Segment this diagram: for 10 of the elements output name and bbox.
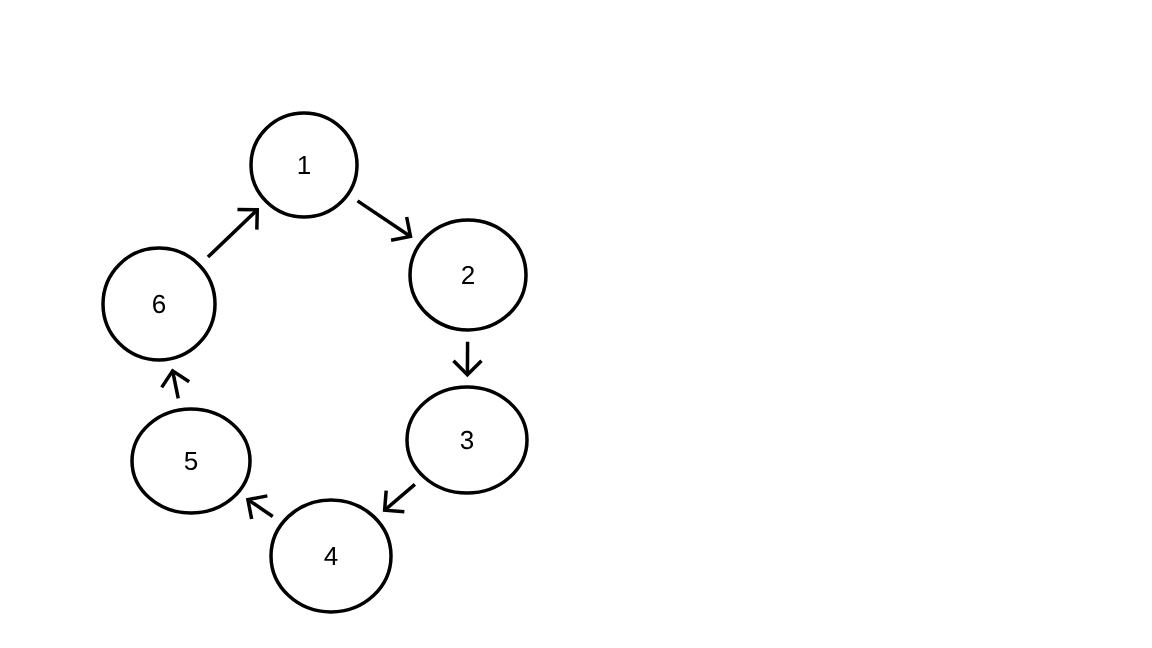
arrow (356, 199, 413, 242)
circle-node: 4 (269, 498, 393, 614)
arrow (382, 483, 417, 514)
circle-node: 6 (101, 246, 217, 362)
circle-node: 2 (408, 218, 528, 332)
circle-node: 5 (130, 407, 252, 515)
circle-node: 1 (249, 111, 359, 219)
arrow (206, 207, 260, 259)
circle-node: 3 (405, 385, 529, 495)
arrow (245, 494, 274, 520)
